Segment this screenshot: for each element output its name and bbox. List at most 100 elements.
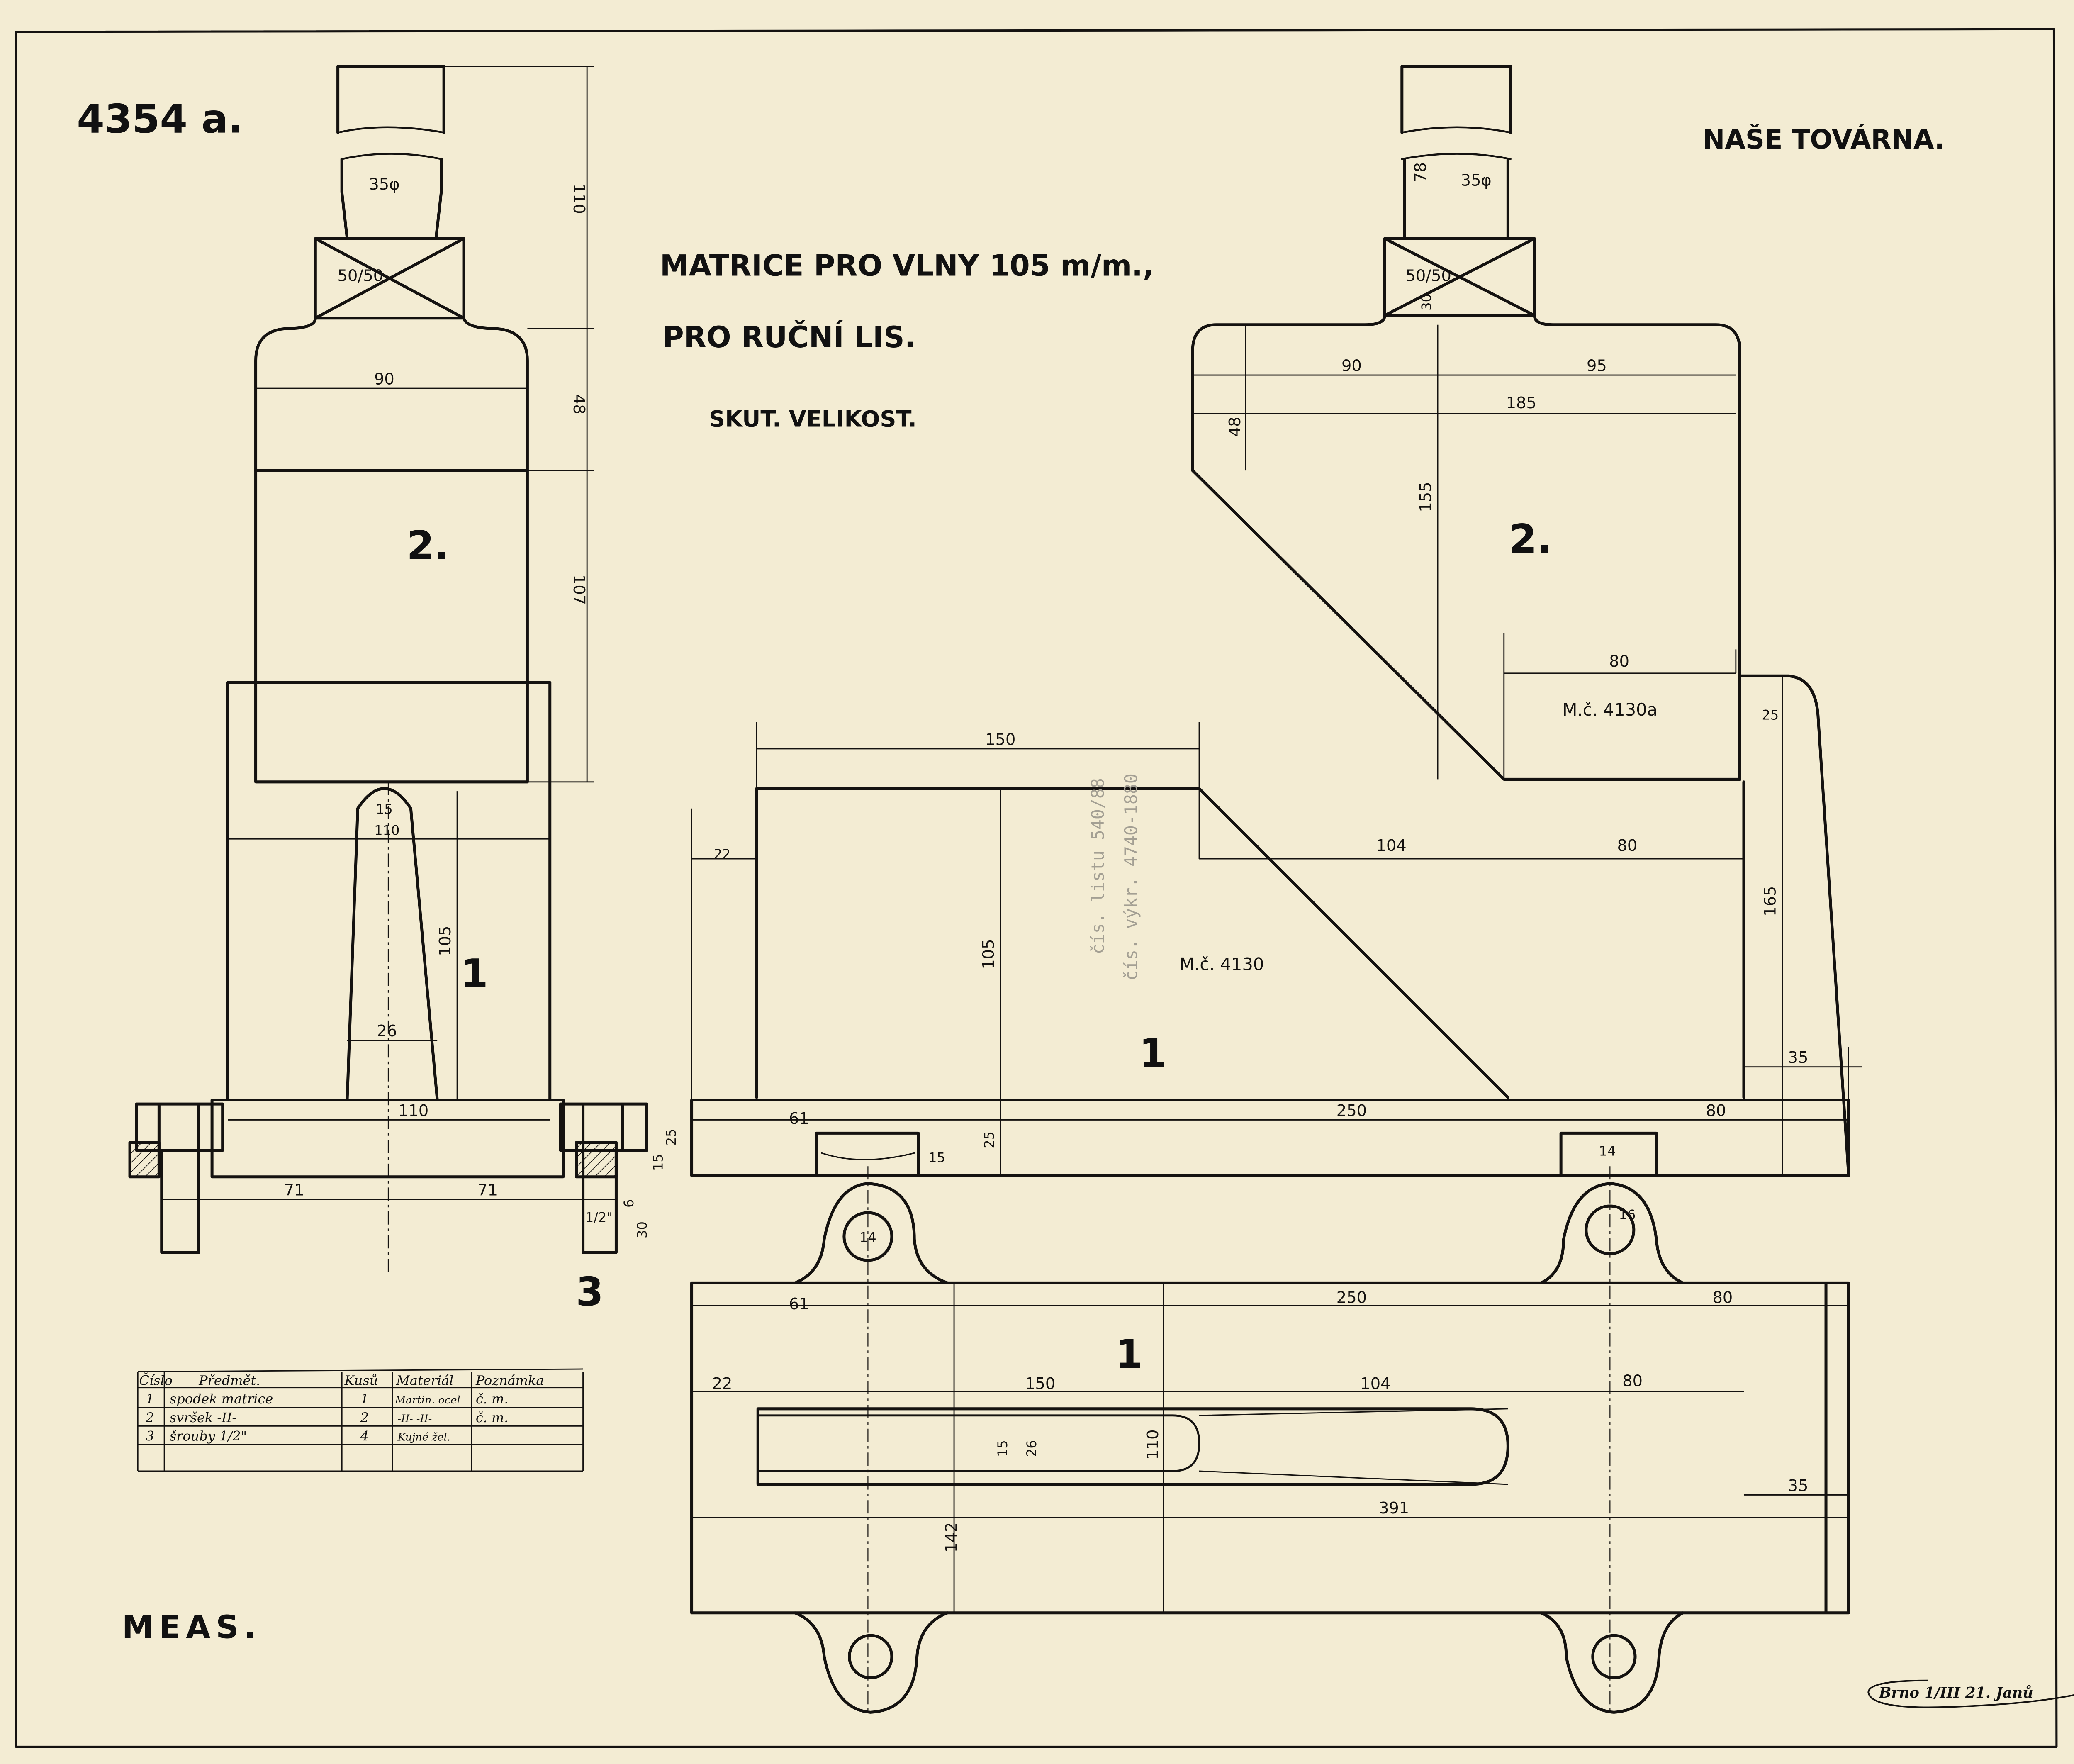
- dimension-label: 15: [376, 801, 393, 817]
- dimension-label: 30: [1419, 294, 1434, 311]
- part-2-label-front: 2.: [407, 522, 449, 569]
- stamp-meas: MEAS.: [122, 1609, 261, 1646]
- dimension-label: 61: [789, 1109, 809, 1128]
- dimension-label: 90: [1341, 357, 1362, 375]
- sheet-frame: [15, 28, 2058, 1748]
- dimension-label: 165: [1761, 886, 1780, 916]
- table-header-quantity: Kusů: [344, 1372, 378, 1388]
- bolt-right: [559, 1102, 648, 1254]
- bolt-left: [128, 1102, 224, 1254]
- dimension-label: 61: [789, 1295, 809, 1313]
- dimension-label: 80: [1622, 1372, 1643, 1391]
- dimension-label: 110: [398, 1101, 428, 1120]
- dimension-label: 104: [1376, 836, 1407, 855]
- cell-quantity: 2: [360, 1410, 369, 1425]
- dimension-label: 25: [663, 1129, 679, 1146]
- dimension-label: 110: [570, 184, 588, 214]
- signature: Brno 1/III 21. Janů: [1867, 1679, 2074, 1708]
- dimension-label: 150: [1025, 1374, 1055, 1393]
- dimension-label: 22: [714, 846, 731, 862]
- dimension-label: 80: [1712, 1288, 1733, 1307]
- dimension-label: 110: [1144, 1429, 1162, 1459]
- table-header-material: Materiál: [396, 1372, 453, 1388]
- table-header-number: Číslo: [139, 1372, 172, 1388]
- dimension-label: 48: [570, 394, 588, 414]
- dimension-label: 25: [981, 1131, 997, 1148]
- side-view-part-2: 2. M.č. 4130a: [1191, 65, 1741, 781]
- cell-material: Martin. ocel: [394, 1394, 460, 1406]
- dimension-label: 110: [374, 823, 399, 838]
- dimension-label: 48: [1226, 417, 1244, 437]
- dimension-label: 35: [1788, 1048, 1809, 1067]
- dimension-label: 71: [477, 1181, 498, 1200]
- pencil-note-1: čís. listu 540/88: [1088, 778, 1108, 954]
- dimension-label: 50/50: [338, 266, 383, 285]
- cell-item: spodek matrice: [170, 1391, 273, 1407]
- dimension-label: 15: [928, 1150, 945, 1166]
- part-1-label-plan: 1: [1115, 1331, 1143, 1377]
- dimension-label: 35φ: [369, 175, 399, 194]
- dimension-label: 15: [995, 1440, 1010, 1457]
- dimension-label: 142: [942, 1522, 961, 1552]
- dimension-label: 80: [1609, 652, 1629, 671]
- title-line-3: SKUT. VELIKOST.: [709, 406, 917, 432]
- dimension-label: 15: [650, 1154, 666, 1171]
- pencil-note-2: čís. výkr. 4740-1880: [1121, 773, 1141, 981]
- part-2-label-side: 2.: [1509, 516, 1552, 562]
- part-1-label-side: 1: [1139, 1030, 1167, 1077]
- cell-item: svršek -II-: [170, 1410, 236, 1425]
- table-header-note: Poznámka: [475, 1372, 544, 1388]
- dimension-label: 250: [1336, 1288, 1367, 1307]
- cell-quantity: 1: [360, 1391, 369, 1407]
- dimension-label: 22: [712, 1374, 733, 1393]
- reference-note-4130a: M.č. 4130a: [1563, 699, 1658, 720]
- plan-view-part-1: 1: [690, 1166, 1850, 1714]
- dimension-label: 14: [859, 1229, 876, 1245]
- title-line-2: PRO RUČNÍ LIS.: [662, 320, 915, 354]
- dimension-label: 26: [377, 1022, 397, 1040]
- dimension-label: 30: [634, 1221, 650, 1238]
- cell-material: Kujné žel.: [397, 1431, 450, 1443]
- side-view-part-1: 1 M.č. 4130 čís. listu 540/88 čís. výkr.…: [690, 674, 1862, 1284]
- dimension-label: 104: [1360, 1374, 1390, 1393]
- dimension-label: 105: [979, 939, 998, 970]
- cell-material: -II- -II-: [397, 1413, 432, 1425]
- dimension-label: 16: [1619, 1207, 1636, 1223]
- dimension-label: 78: [1411, 162, 1430, 183]
- dimension-labels: 35φ 50/50 90 110 48 107 15 110 105 26 11…: [284, 162, 1809, 1552]
- dimension-label: 26: [1024, 1440, 1039, 1457]
- table-row: 1 spodek matrice 1 Martin. ocel č. m.: [146, 1391, 508, 1407]
- company-name: NAŠE TOVÁRNA.: [1703, 124, 1945, 155]
- part-3-label: 3: [576, 1269, 604, 1315]
- dimension-label: 185: [1506, 394, 1536, 412]
- dimension-label: 1/2": [585, 1209, 613, 1225]
- dimension-label: 50/50: [1405, 266, 1451, 285]
- cell-number: 1: [146, 1391, 154, 1407]
- dimension-label: 6: [621, 1199, 637, 1208]
- dimension-label: 90: [374, 370, 394, 388]
- dimension-label: 155: [1417, 482, 1435, 512]
- cell-note: č. m.: [476, 1391, 509, 1407]
- dimension-label: 150: [985, 730, 1015, 749]
- parts-table: Číslo Předmět. Kusů Materiál Poznámka 1 …: [137, 1368, 584, 1472]
- dimension-label: 35: [1788, 1476, 1809, 1495]
- dimension-label: 80: [1706, 1101, 1726, 1120]
- dimension-label: 391: [1379, 1499, 1409, 1518]
- cell-quantity: 4: [360, 1428, 369, 1444]
- dimension-label: 35φ: [1461, 171, 1492, 190]
- table-header-item: Předmět.: [198, 1372, 260, 1388]
- cell-item: šrouby 1/2": [170, 1428, 247, 1444]
- dimension-label: 80: [1617, 836, 1637, 855]
- dimension-label: 250: [1336, 1101, 1367, 1120]
- drawing-number: 4354 a.: [77, 96, 243, 142]
- signature-text: Brno 1/III 21. Janů: [1879, 1684, 2033, 1701]
- title-line-1: MATRICE PRO VLNY 105 m/m.,: [660, 249, 1154, 283]
- cell-number: 3: [146, 1428, 154, 1444]
- front-view: 2. 1 3: [128, 65, 648, 1315]
- dimension-label: 14: [1599, 1143, 1616, 1159]
- dimension-label: 95: [1587, 357, 1607, 375]
- dimension-label: 105: [436, 926, 455, 956]
- dimension-label: 25: [1762, 707, 1779, 723]
- reference-note-4130: M.č. 4130: [1179, 954, 1264, 974]
